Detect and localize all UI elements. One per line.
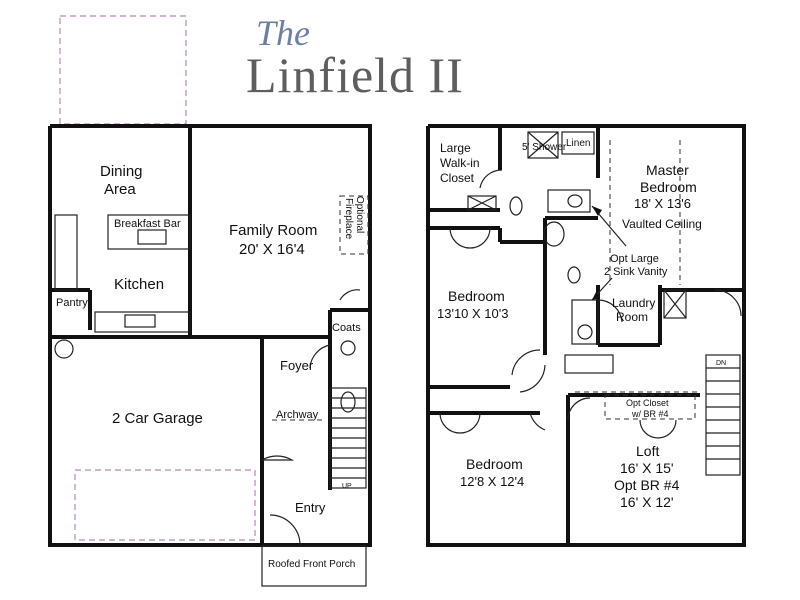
label-stair-up: UP <box>342 483 352 490</box>
label-bedroom2: Bedroom <box>448 288 505 304</box>
label-vanity-1: Opt Large <box>610 253 659 265</box>
hall-bath-toilet-icon <box>567 266 581 284</box>
label-laundry-2: Room <box>616 310 648 324</box>
water-heater-icon <box>54 339 74 359</box>
title-the: The <box>256 13 310 53</box>
label-fireplace-1: Optional <box>354 196 365 233</box>
label-foyer: Foyer <box>280 358 314 373</box>
kitchen-counter-bottom <box>94 311 191 333</box>
label-master-1: Master <box>646 162 689 178</box>
optional-fireplace-outline <box>339 195 369 255</box>
closet-shelf-icon <box>467 195 497 211</box>
opt-closet-door-left <box>639 419 659 439</box>
opt-closet-outline <box>604 394 696 420</box>
label-vanity-2: 2 Sink Vanity <box>604 266 668 278</box>
laundry-door <box>597 299 623 323</box>
kitchen-sink-icon <box>137 229 167 245</box>
label-loft-dims: 16' X 15' <box>620 460 674 476</box>
bedroom2-closet-door-right <box>469 227 491 249</box>
label-archway: Archway <box>276 409 319 421</box>
label-bedroom3-dims: 12'8 X 12'4 <box>460 474 524 489</box>
plan-title: The Linfield II <box>0 0 800 110</box>
master-door <box>714 289 742 317</box>
title-name: Linfield II <box>246 47 464 103</box>
walk-in-closet-door <box>479 169 503 189</box>
label-walk-in-1: Large <box>440 141 471 155</box>
label-master-2: Bedroom <box>640 179 697 195</box>
label-vaulted: Vaulted Ceiling <box>622 217 702 231</box>
bedroom2-closet-door-left <box>449 227 471 249</box>
label-opt-br4-dims: 16' X 12' <box>620 494 674 510</box>
label-walk-in-2: Walk-in <box>440 156 480 170</box>
label-fireplace-2: Fireplace <box>343 198 354 240</box>
opt-closet-door-right <box>657 419 677 439</box>
master-toilet-icon <box>509 196 523 216</box>
second-floor-stairs <box>705 354 741 476</box>
garage-entry-door <box>261 455 295 461</box>
label-garage: 2 Car Garage <box>112 410 203 427</box>
label-bedroom3: Bedroom <box>466 456 523 472</box>
bedroom3-door <box>529 412 546 431</box>
shower-outline <box>527 131 559 159</box>
second-floor-outer-wall <box>426 124 746 547</box>
kitchen-range-icon <box>124 314 156 328</box>
loft-door <box>567 397 591 421</box>
label-entry: Entry <box>295 500 326 515</box>
coat-closet-door <box>339 289 361 301</box>
label-dining-1: Dining <box>100 163 143 180</box>
label-opt-closet-2: w/ BR #4 <box>631 409 669 419</box>
hvac-chase-icon <box>663 289 687 319</box>
label-bedroom2-dims: 13'10 X 10'3 <box>437 306 508 321</box>
label-breakfast-bar: Breakfast Bar <box>114 218 181 230</box>
label-opt-closet-1: Opt Closet <box>626 398 669 408</box>
label-shower: 5' Shower <box>522 142 567 153</box>
master-vanity-icon <box>547 189 591 213</box>
label-master-dims: 18' X 13'6 <box>634 196 691 211</box>
label-loft: Loft <box>636 443 659 459</box>
kitchen-counter-left <box>54 214 78 291</box>
label-family-room: Family Room <box>229 222 317 239</box>
garage-door <box>74 469 256 541</box>
first-floor-outer-wall <box>48 124 372 547</box>
label-porch: Roofed Front Porch <box>268 559 355 570</box>
label-walk-in-3: Closet <box>440 171 475 185</box>
bedroom3-closet-door-right <box>459 412 481 434</box>
label-laundry-1: Laundry <box>612 296 655 310</box>
powder-room-toilet-icon <box>340 391 356 413</box>
label-stair-dn: DN <box>716 360 726 367</box>
foyer-door <box>309 344 331 369</box>
label-coats: Coats <box>332 322 361 334</box>
bedroom3-closet-door-left <box>439 412 461 434</box>
bedroom2-door <box>511 349 541 376</box>
label-linen: Linen <box>566 138 590 149</box>
second-floor-plan <box>426 124 746 547</box>
rear-patio <box>59 15 187 125</box>
master-tub-icon <box>543 221 565 247</box>
vanity-arrowhead-1 <box>592 206 602 216</box>
breakfast-bar-counter <box>107 214 191 250</box>
front-entry-door <box>269 514 301 546</box>
label-dining-2: Area <box>104 181 136 198</box>
hall-door-arc <box>519 364 546 393</box>
front-porch-outline <box>261 545 367 587</box>
label-pantry: Pantry <box>56 297 88 309</box>
label-family-room-dims: 20' X 16'4 <box>239 241 305 258</box>
first-floor-plan <box>48 15 372 587</box>
linen-closet-outline <box>561 131 595 155</box>
hall-bath-vanity-icon <box>571 299 599 345</box>
hall-linen-shelf <box>564 354 614 374</box>
label-kitchen: Kitchen <box>114 276 164 293</box>
vanity-arrowhead-2 <box>592 292 600 300</box>
label-opt-br4: Opt BR #4 <box>614 477 680 493</box>
powder-room-sink-icon <box>340 340 356 356</box>
